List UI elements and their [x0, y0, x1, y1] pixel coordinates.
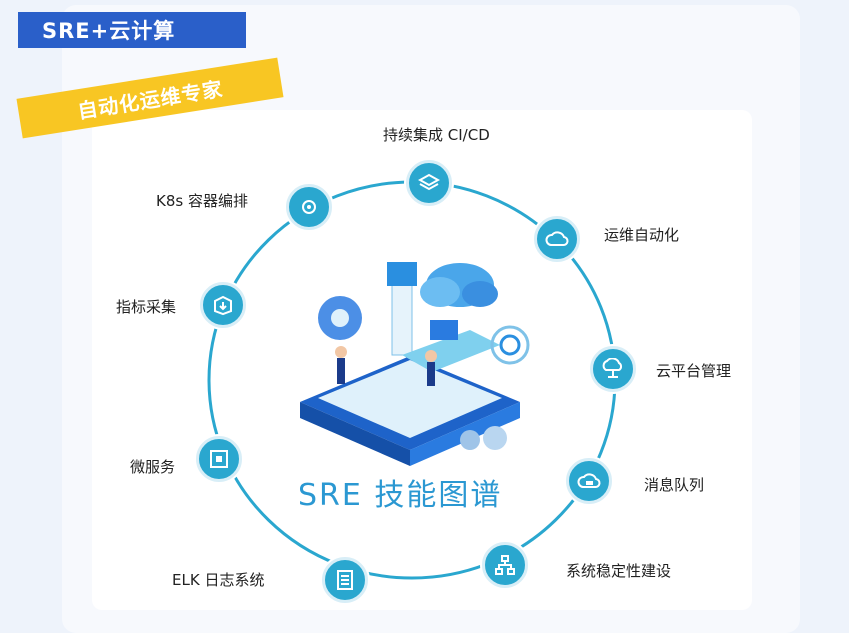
- node-label-message-queue: 消息队列: [644, 476, 705, 494]
- app-grid-icon: [196, 436, 242, 482]
- node-label-cicd: 持续集成 CI/CD: [383, 126, 490, 144]
- hierarchy-icon: [482, 542, 528, 588]
- node-label-k8s: K8s 容器编排: [156, 192, 248, 210]
- node-label-cloud-platform: 云平台管理: [656, 362, 732, 380]
- node-label-metrics: 指标采集: [116, 298, 177, 316]
- document-icon: [322, 557, 368, 603]
- box-download-icon: [200, 282, 246, 328]
- header-title: SRE+云计算: [18, 12, 246, 48]
- node-label-stability: 系统稳定性建设: [566, 562, 672, 580]
- node-label-microservice: 微服务: [130, 458, 176, 476]
- layers-icon: [406, 160, 452, 206]
- gear-icon: [286, 184, 332, 230]
- node-label-automation: 运维自动化: [604, 226, 680, 244]
- center-illustration: [300, 262, 530, 466]
- node-label-elk: ELK 日志系统: [172, 571, 265, 589]
- cloud-refresh-icon: [534, 216, 580, 262]
- cloud-mail-icon: [566, 458, 612, 504]
- center-title: SRE 技能图谱: [298, 478, 503, 513]
- cloud-network-icon: [590, 346, 636, 392]
